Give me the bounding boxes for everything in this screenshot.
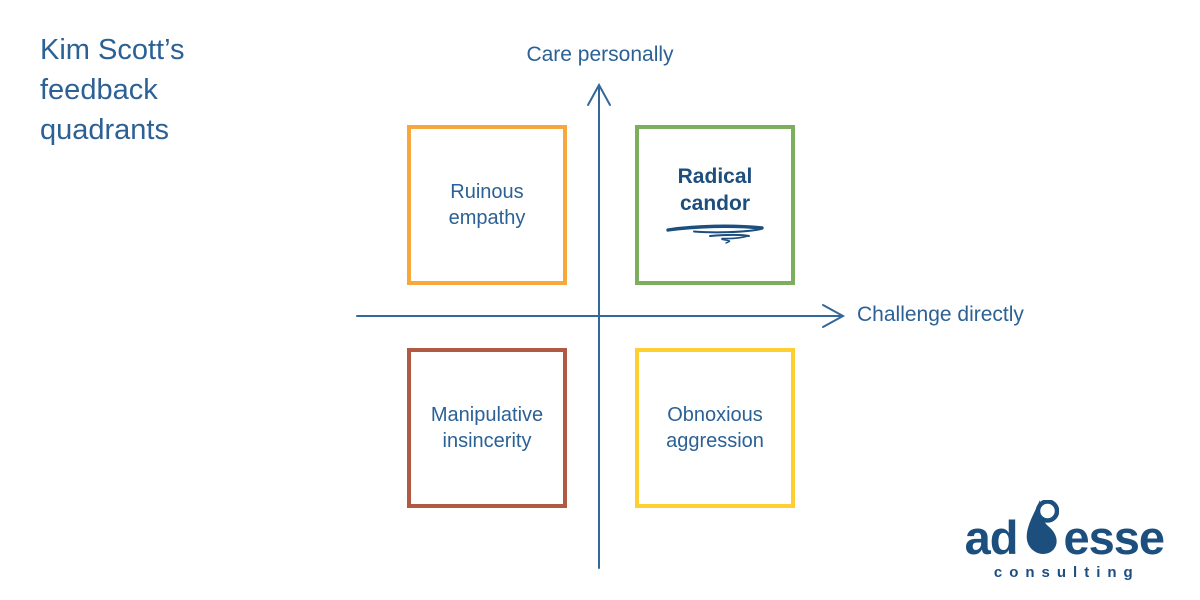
page-title-line-1: Kim Scott’s [40, 34, 185, 66]
page-title-line-2: feedback [40, 74, 158, 106]
logo-drop-icon [1027, 500, 1060, 554]
scribble-underline-icon [666, 224, 764, 244]
quadrant-label-line: aggression [666, 430, 764, 452]
quadrant-label-line: Obnoxious [667, 404, 763, 426]
logo-subtext: consulting [993, 564, 1140, 581]
logo-wordmark: ad esse [964, 500, 1165, 565]
ad-esse-consulting-logo: ad esse consulting [964, 500, 1165, 581]
y-axis-arrowhead-icon [587, 82, 611, 106]
quadrant-ruinous-empathy: Ruinous empathy [407, 125, 567, 285]
logo-word-ad: ad [964, 511, 1019, 565]
quadrant-radical-candor: Radical candor [635, 125, 795, 285]
quadrant-manipulative-insincerity: Manipulative insincerity [407, 348, 567, 508]
page-title: Kim Scott’s feedback quadrants [40, 30, 185, 150]
logo-word-esse: esse [1063, 511, 1165, 565]
quadrant-label-line: candor [679, 192, 750, 215]
quadrant-label-line: insincerity [442, 430, 532, 452]
quadrant-label-line: Manipulative [430, 404, 544, 426]
x-axis-label: Challenge directly [857, 303, 1024, 326]
quadrant-label-line: empathy [448, 207, 526, 229]
x-axis-arrowhead-icon [822, 304, 846, 328]
quadrant-label-line: Ruinous [450, 181, 524, 203]
y-axis-label: Care personally [526, 43, 674, 66]
quadrant-label-line: Radical [677, 165, 753, 188]
quadrant-obnoxious-aggression: Obnoxious aggression [635, 348, 795, 508]
page-title-line-3: quadrants [40, 114, 169, 146]
